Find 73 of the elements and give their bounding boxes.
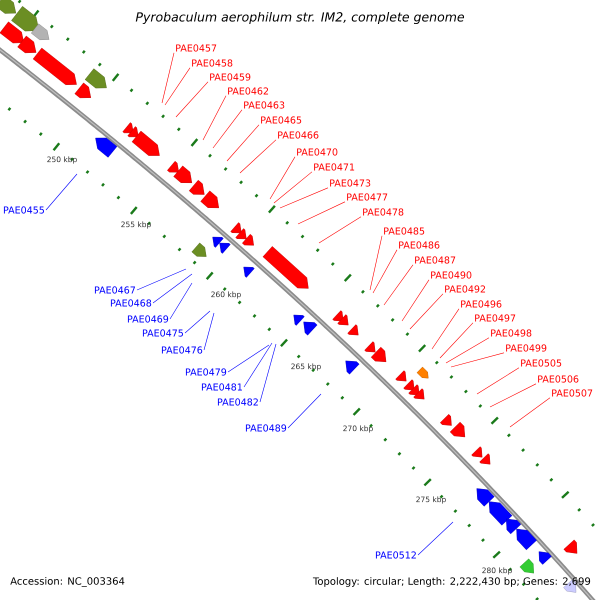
- leader-line: [490, 384, 536, 408]
- gene-label: PAE0505: [521, 359, 562, 367]
- leader-line: [164, 68, 190, 106]
- leader-line: [298, 202, 346, 224]
- gene-label: PAE0489: [246, 424, 286, 432]
- leader-line: [184, 310, 210, 334]
- leader-line: [402, 280, 430, 322]
- leader-line: [162, 52, 174, 104]
- gene-label: PAE0492: [445, 285, 486, 293]
- leader-line: [240, 140, 276, 174]
- gene-label: PAE0477: [347, 193, 388, 201]
- leader-line: [170, 282, 192, 320]
- gene-label: PAE0485: [384, 227, 424, 235]
- leader-line: [270, 156, 296, 200]
- leader-line: [244, 342, 272, 388]
- gene-label: PAE0459: [210, 73, 250, 81]
- gene-label: PAE0486: [399, 241, 440, 249]
- title: Pyrobaculum aerophilum str. IM2, complete genome: [136, 12, 464, 24]
- leader-line: [204, 312, 214, 350]
- gene-label: PAE0457: [176, 44, 216, 52]
- leader-line: [202, 96, 226, 140]
- leader-line: [212, 110, 242, 148]
- leader-line: [476, 368, 520, 394]
- gene-label: PAE0507: [552, 389, 592, 397]
- gene-label: PAE0498: [491, 329, 532, 337]
- gene-label: PAE0479: [186, 368, 226, 376]
- leader-line: [288, 394, 322, 428]
- leader-line: [510, 398, 550, 428]
- gene-label: PAE0468: [110, 299, 152, 307]
- leader-line: [372, 250, 398, 294]
- gene-label: PAE0482: [218, 398, 258, 406]
- gene-label: PAE0481: [202, 383, 242, 391]
- leader-line: [410, 294, 444, 330]
- leader-line: [46, 174, 78, 210]
- leader-line: [370, 236, 382, 290]
- gene-label: PAE0478: [363, 208, 404, 216]
- gene-label: PAE0462: [228, 87, 268, 95]
- gene-label: PAE0469: [128, 315, 168, 323]
- gene-label: PAE0490: [431, 271, 472, 279]
- leader-line: [136, 268, 186, 290]
- gene-label: PAE0470: [297, 148, 338, 156]
- gene-label: PAE0458: [192, 59, 232, 67]
- gene-label: PAE0476: [162, 346, 202, 354]
- gene-label: PAE0499: [506, 344, 546, 352]
- gene-label: PAE0455: [4, 206, 44, 214]
- leader-line: [384, 264, 414, 306]
- leader-line: [280, 188, 328, 208]
- leader-line: [318, 216, 362, 244]
- gene-label: PAE0467: [94, 286, 135, 294]
- leader-line: [418, 522, 454, 556]
- accession-label: Accession: NC_003364: [10, 577, 124, 587]
- leader-line: [176, 82, 208, 118]
- leader-line: [152, 274, 192, 304]
- gene-label: PAE0465: [261, 116, 302, 124]
- leader-line: [450, 352, 504, 368]
- gene-label: PAE0471: [314, 163, 354, 171]
- gene-label: PAE0475: [142, 329, 183, 337]
- gene-label: PAE0473: [330, 179, 370, 187]
- gene-label: PAE0497: [475, 314, 516, 322]
- gene-label: PAE0496: [461, 300, 502, 308]
- genome-info: Topology: circular; Length: 2,222,430 bp; Genes: 2,699: [312, 577, 590, 587]
- leader-line: [432, 308, 460, 350]
- leader-line: [274, 172, 312, 204]
- leader-line: [228, 344, 270, 372]
- gene-label: PAE0466: [278, 131, 318, 139]
- leader-line: [260, 344, 276, 402]
- gene-label: PAE0487: [415, 256, 456, 264]
- gene-label: PAE0512: [376, 551, 416, 559]
- leader-line: [226, 124, 260, 162]
- gene-label: PAE0506: [538, 375, 578, 383]
- leader-line: [446, 338, 490, 364]
- leader-line: [440, 322, 474, 358]
- gene-label: PAE0463: [244, 101, 284, 109]
